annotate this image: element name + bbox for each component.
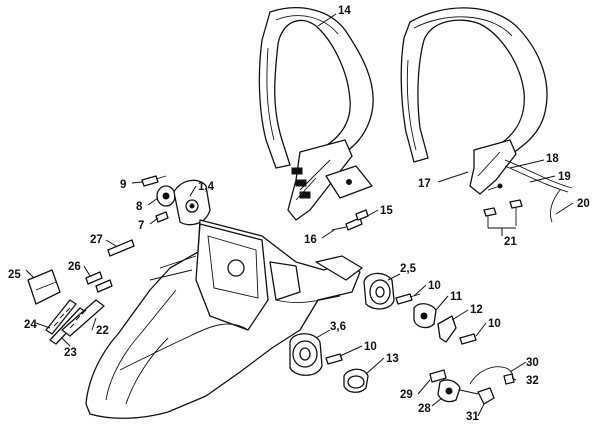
tank-housing — [85, 219, 363, 419]
front-handle-left — [258, 7, 374, 221]
callout-27: 27 — [90, 234, 103, 246]
callout-23: 23 — [64, 347, 77, 359]
callout-9: 9 — [120, 179, 126, 191]
callout-10-upper: 10 — [428, 280, 441, 292]
callout-20: 20 — [577, 198, 590, 210]
callout-2-5: 2,5 — [400, 263, 417, 275]
callout-19: 19 — [558, 171, 571, 183]
callout-10-right: 10 — [488, 318, 501, 330]
callout-13: 13 — [386, 353, 399, 365]
callout-3-6: 3,6 — [330, 321, 346, 333]
callout-1-4: 1,4 — [198, 181, 215, 193]
pickup-and-cord-parts — [429, 366, 515, 405]
callout-12: 12 — [470, 304, 483, 316]
buffer-and-lever-parts — [363, 272, 477, 345]
callout-16: 16 — [304, 234, 317, 246]
callout-18: 18 — [546, 153, 559, 165]
callout-32: 32 — [526, 375, 539, 387]
callout-8: 8 — [136, 201, 143, 213]
callout-14: 14 — [338, 5, 351, 17]
callout-15: 15 — [380, 205, 393, 217]
callout-11: 11 — [450, 291, 463, 303]
callout-24: 24 — [24, 319, 37, 331]
callout-25: 25 — [8, 269, 21, 281]
elastic-mount-parts — [141, 175, 211, 226]
front-handle-right — [400, 7, 573, 228]
callout-10-lower: 10 — [364, 341, 377, 353]
leader-lines — [25, 13, 574, 417]
callout-26: 26 — [68, 261, 81, 273]
callout-29: 29 — [400, 389, 413, 401]
handle-screws — [331, 209, 369, 231]
cap-and-buffer-parts — [289, 333, 369, 393]
callout-28: 28 — [418, 403, 431, 415]
callout-17: 17 — [418, 178, 431, 190]
callout-30: 30 — [526, 357, 539, 369]
callout-7: 7 — [138, 220, 144, 232]
callout-21: 21 — [504, 236, 517, 248]
callout-22: 22 — [96, 325, 109, 337]
callout-31: 31 — [466, 411, 479, 423]
filter-and-pin-parts — [27, 239, 135, 345]
callout-labels: 14 18 19 17 20 21 9 1,4 8 7 15 16 27 25 … — [8, 5, 590, 423]
